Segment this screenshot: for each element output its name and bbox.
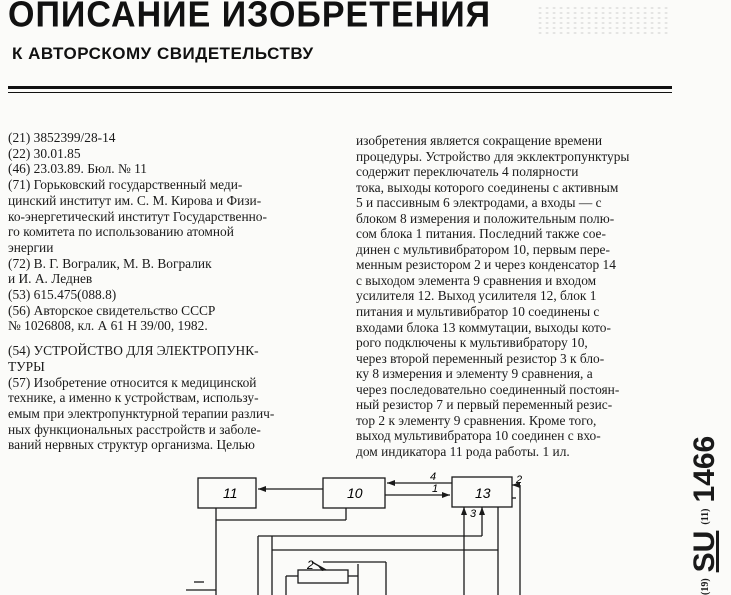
abstract-line: емым при электропунктурной терапии разли… <box>8 405 275 421</box>
abstract-line: ку 8 измерения и элементу 9 сравнения, а <box>356 366 593 382</box>
biblio-line: ко-энергетический институт Государственн… <box>8 208 267 224</box>
circuit-diagram: 11 10 13 4 1 3 2 2 <box>186 471 522 595</box>
abstract-line: рого подключены к мультивибратору 10, <box>356 335 588 351</box>
biblio-line: (46) 23.03.89. Бюл. № 11 <box>8 161 147 177</box>
inid-11-label: (11) <box>699 508 711 525</box>
invention-title: (54) УСТРОЙСТВО ДЛЯ ЭЛЕКТРОПУНК- ТУРЫ <box>8 343 348 374</box>
abstract-left: (57) Изобретение относится к медицинской… <box>8 375 348 454</box>
block-11-label: 11 <box>223 485 238 501</box>
biblio-line: (21) 3852399/28-14 <box>8 130 116 145</box>
abstract-line: тока, выходы которого соединены с активн… <box>356 179 619 195</box>
biblio-line: (56) Авторское свидетельство СССР <box>8 302 216 318</box>
country-code: SU <box>688 530 721 573</box>
document-subtitle: К АВТОРСКОМУ СВИДЕТЕЛЬСТВУ <box>12 44 314 63</box>
resistor-2 <box>297 569 349 584</box>
biblio-line: го комитета по использованию атомной <box>8 224 234 240</box>
biblio-line: и И. А. Леднев <box>8 271 93 287</box>
port-3-label: 3 <box>470 508 477 520</box>
block-11-indicator <box>197 477 257 509</box>
abstract-line: тор 2 к элементу 9 сравнения. Кроме того… <box>356 412 597 428</box>
title-line: ТУРЫ <box>8 358 45 374</box>
biblio-line: (53) 615.475(088.8) <box>8 287 117 303</box>
inid-19-label: (19) <box>699 578 711 595</box>
block-10-label: 10 <box>347 485 363 501</box>
abstract-line: процедуры. Устройство для экклектропункт… <box>356 148 630 164</box>
abstract-line: изобретения является сокращение времени <box>356 133 603 148</box>
abstract-line: через последовательно соединенный постоя… <box>356 381 620 397</box>
abstract-line: с выходом элемента 9 сравнения и входом <box>356 272 597 288</box>
left-column: (21) 3852399/28-14 (22) 30.01.85 (46) 23… <box>8 130 348 453</box>
document-title: ОПИСАНИЕ ИЗОБРЕТЕНИЯ <box>8 0 492 35</box>
port-1-label: 1 <box>432 483 438 495</box>
biblio-line: (71) Горьковский государственный меди- <box>8 177 243 193</box>
abstract-line: через второй переменный резистор 3 к бло… <box>356 350 605 366</box>
resistor-2-label: 2 <box>306 558 314 572</box>
abstract-line: выход мультивибратора 10 соединен с вхо- <box>356 428 601 444</box>
abstract-line: усилителя 12. Выход усилителя 12, блок 1 <box>356 288 597 304</box>
abstract-line: ный резистор 7 и первый переменный резис… <box>356 397 613 413</box>
biblio-line: энергии <box>8 239 54 255</box>
abstract-right: изобретения является сокращение времени … <box>356 133 668 459</box>
abstract-line: ных функциональных расстройств и заболе- <box>8 421 261 437</box>
abstract-line: сом блока 1 питания. Последний также сое… <box>356 226 606 242</box>
biblio-line: цинский институт им. С. М. Кирова и Физи… <box>8 192 262 208</box>
scan-smudge <box>538 6 668 36</box>
abstract-line: менным резистором 2 и через конденсатор … <box>356 257 616 273</box>
abstract-line: (57) Изобретение относится к медицинской <box>8 374 257 390</box>
abstract-line: питания и мультивибратор 10 соединены с <box>356 304 600 320</box>
abstract-line: содержит переключатель 4 полярности <box>356 164 579 180</box>
block-10-multivibrator <box>322 477 386 509</box>
abstract-line: блоком 8 измерения и положительным полю- <box>356 210 615 226</box>
biblio-line: № 1026808, кл. А 61 Н 39/00, 1982. <box>8 318 208 334</box>
patent-number: 1466 <box>688 435 721 503</box>
header-rule-thin <box>8 92 672 93</box>
abstract-line: ваний нервных структур организма. Целью <box>8 437 255 453</box>
biblio-line: (72) В. Г. Вогралик, М. В. Вогралик <box>8 255 212 271</box>
biblio-line: (22) 30.01.85 <box>8 145 81 161</box>
title-line: (54) УСТРОЙСТВО ДЛЯ ЭЛЕКТРОПУНК- <box>8 343 259 359</box>
abstract-line: дом индикатора 11 рода работы. 1 ил. <box>356 443 570 459</box>
abstract-line: динен с мультивибратором 10, первым пере… <box>356 241 610 257</box>
patent-code-vertical: (19) SU (11) 1466 <box>679 380 731 595</box>
header-rule-thick <box>8 86 672 89</box>
port-4-label: 4 <box>430 471 436 483</box>
abstract-line: 5 и пассивным 6 электродами, а входы — с <box>356 195 602 211</box>
abstract-line: входами блока 13 коммутации, выходы кото… <box>356 319 611 335</box>
port-2-label: 2 <box>515 474 522 486</box>
abstract-line: технике, а именно к устройствам, использ… <box>8 390 259 406</box>
block-13-label: 13 <box>475 485 491 501</box>
bibliographic-data: (21) 3852399/28-14 (22) 30.01.85 (46) 23… <box>8 130 348 334</box>
